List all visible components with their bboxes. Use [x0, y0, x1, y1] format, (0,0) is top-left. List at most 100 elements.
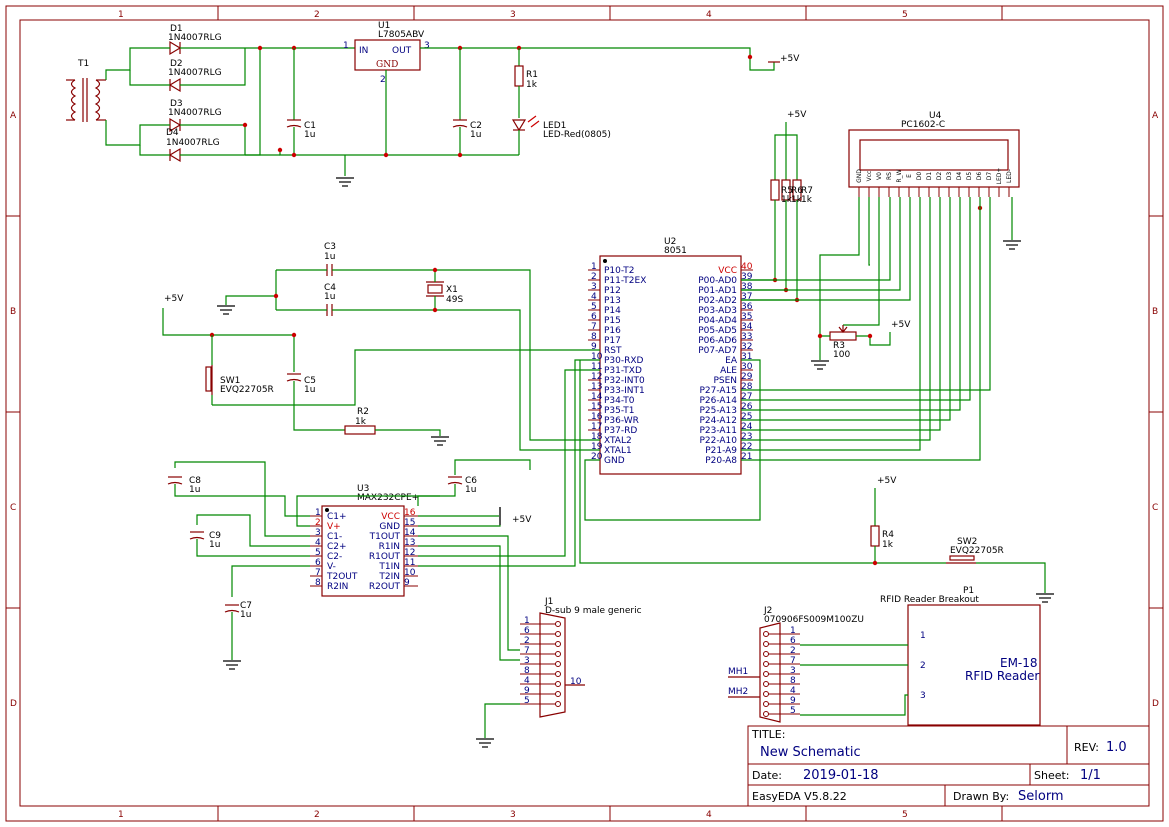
- u2-pin-13-num: 13: [591, 382, 602, 392]
- vcc-label-reg: +5V: [780, 54, 800, 64]
- row-label-right-c: C: [1152, 503, 1158, 513]
- u2-pin-17-name: P37-RD: [604, 426, 637, 436]
- row-label-left-a: A: [10, 111, 17, 121]
- u2-pin-32-name: P07-AD7: [698, 346, 737, 356]
- col-label-top-2: 2: [314, 10, 320, 20]
- c7-ref: C7: [240, 601, 252, 611]
- j2-pin-5: 5: [790, 706, 796, 716]
- reset-section: +5V SW1 EVQ22705R C5 1u R2 1k: [162, 294, 600, 446]
- u3-pin-7-num: 7: [315, 568, 321, 578]
- u2-pin-16-num: 16: [591, 412, 603, 422]
- u3-ref: U3: [357, 484, 369, 494]
- j1-pin-1: 1: [524, 616, 530, 626]
- u4-pin-1-name: GND: [856, 169, 863, 183]
- u2-pin-4-num: 4: [591, 292, 597, 302]
- u2-pin-7-num: 7: [591, 322, 597, 332]
- j1-pin-8: 8: [524, 666, 530, 676]
- r3-ref: R3: [833, 341, 845, 351]
- c3-ref: C3: [324, 242, 336, 252]
- u4-pin-5-name: R_W: [896, 169, 903, 182]
- j1-pin-3: 3: [524, 656, 530, 666]
- rfid-module-p1: P1 RFID Reader Breakout EM-18 RFID Reade…: [880, 586, 1041, 726]
- u3-pin-9-name: R2OUT: [369, 582, 401, 592]
- col-label-top-1: 1: [118, 10, 124, 20]
- d2-value: 1N4007RLG: [168, 68, 222, 78]
- u1-pin2-num: 2: [380, 75, 386, 85]
- u3-pin-13-name: R1IN: [379, 542, 400, 552]
- u2-pin-36-name: P03-AD3: [698, 306, 737, 316]
- j2-pin-2: 2: [790, 646, 796, 656]
- capacitor-c3: C3 1u: [324, 242, 336, 276]
- r6-ref: R6: [791, 186, 803, 196]
- sw1-value: EVQ22705R: [220, 385, 274, 395]
- vcc-label-pullup: +5V: [787, 110, 807, 120]
- u2-pin-3-name: P12: [604, 286, 621, 296]
- u4-pin-9-name: D2: [936, 172, 943, 181]
- u2-pin-8-num: 8: [591, 332, 597, 342]
- sw1-ref: SW1: [220, 376, 240, 386]
- u3-pin-6-num: 6: [315, 558, 321, 568]
- u4-pin-2-name: Vcc: [866, 171, 873, 182]
- x1-ref: X1: [446, 285, 458, 295]
- u1-pin-gnd: GND: [376, 60, 398, 70]
- transformer-t1: T1: [66, 59, 106, 122]
- diode-d3: D3 1N4007RLG: [168, 99, 222, 133]
- u3-pin-13-num: 13: [404, 538, 415, 548]
- u2-pin-30-num: 30: [741, 362, 753, 372]
- u3-pin-4-num: 4: [315, 538, 321, 548]
- u2-pin-33-name: P06-AD6: [698, 336, 737, 346]
- u3-pin-9-num: 9: [404, 578, 410, 588]
- col-label-top-4: 4: [706, 10, 712, 20]
- u2-pin-19-num: 19: [591, 442, 603, 452]
- title-block: TITLE: New Schematic REV: 1.0 Date: 2019…: [747, 725, 1150, 807]
- rev-label: REV:: [1074, 741, 1099, 754]
- regulator-u1: IN OUT GND 1 3 2 U1 L7805ABV: [343, 21, 430, 85]
- u2-pin-6-num: 6: [591, 312, 597, 322]
- u1-pin3-num: 3: [424, 41, 430, 51]
- capacitor-c2: C2 1u: [452, 48, 482, 155]
- u3-pin-15-name: GND: [379, 522, 400, 532]
- capacitor-c6: C6 1u: [417, 459, 531, 506]
- u3-pin-12-num: 12: [404, 548, 415, 558]
- capacitor-c8: C8 1u: [167, 461, 310, 537]
- u1-pin1-num: 1: [343, 41, 349, 51]
- u4-pin-13-name: D6: [976, 172, 983, 181]
- u1-pin-in: IN: [359, 46, 368, 56]
- u3-pin-1-num: 1: [315, 508, 321, 518]
- u4-pin-4-name: RS: [886, 172, 893, 180]
- c2-value: 1u: [470, 130, 481, 140]
- c9-value: 1u: [209, 540, 220, 550]
- j2-pin-8: 8: [790, 676, 796, 686]
- u3-pin-2-name: V+: [327, 522, 341, 532]
- date-label: Date:: [752, 769, 782, 782]
- sheet-label: Sheet:: [1034, 769, 1070, 782]
- u4-pin-3-name: V0: [876, 172, 883, 180]
- u2-pin-11-num: 11: [591, 362, 602, 372]
- u2-pin-4-name: P13: [604, 296, 621, 306]
- u3-pin-12-name: R1OUT: [369, 552, 401, 562]
- u2-pin-17-num: 17: [591, 422, 602, 432]
- u2-pin-37-num: 37: [741, 292, 752, 302]
- x1-value: 49S: [446, 295, 463, 305]
- j1-pin-6: 6: [524, 626, 530, 636]
- u2-pin-1-name: P10-T2: [604, 266, 635, 276]
- c9-ref: C9: [209, 531, 221, 541]
- capacitor-c1: C1 1u: [286, 48, 316, 155]
- u2-pin-24-num: 24: [741, 422, 753, 432]
- oscillator-section: C3 1u C4 1u X1 49S: [217, 242, 600, 451]
- row-label-left-d: D: [10, 699, 17, 709]
- vcc-label-reset: +5V: [164, 294, 184, 304]
- u4-pin-10-name: D3: [946, 172, 953, 181]
- p1-pin-2: 2: [920, 661, 926, 671]
- u2-pin-22-num: 22: [741, 442, 752, 452]
- drawn-by-label: Drawn By:: [953, 790, 1009, 803]
- r1-value: 1k: [526, 80, 538, 90]
- u4-pin-15-name: LED+: [996, 168, 1003, 185]
- u2-pin-28-num: 28: [741, 382, 753, 392]
- u2-pin-16-name: P36-WR: [604, 416, 639, 426]
- led1-value: LED-Red(0805): [543, 130, 611, 140]
- r2-ref: R2: [357, 407, 369, 417]
- c1-ref: C1: [304, 121, 316, 131]
- u4-pin-14-name: D7: [986, 172, 993, 181]
